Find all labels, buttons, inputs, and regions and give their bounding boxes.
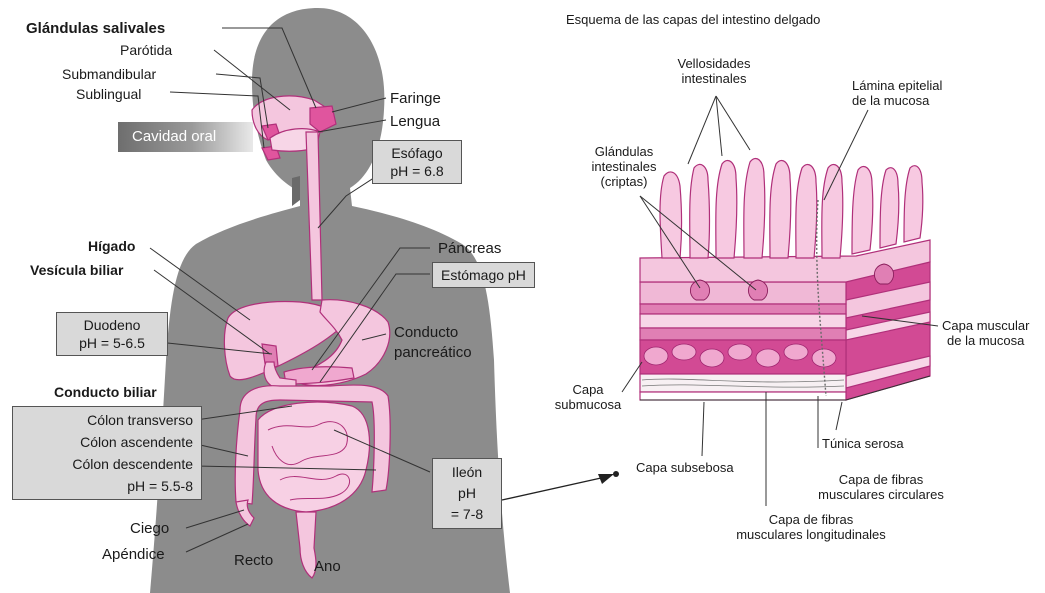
label-recto: Recto	[234, 552, 273, 569]
capa-muscular-line1: Capa muscular	[942, 318, 1029, 333]
longitudinales-line2: musculares longitudinales	[718, 527, 904, 542]
ileon-ph-label: pH	[441, 483, 493, 504]
label-fibras-longitudinales: Capa de fibras musculares longitudinales	[718, 512, 904, 542]
box-esofago: Esófago pH = 6.8	[372, 140, 462, 184]
ileon-ph-value: = 7-8	[441, 504, 493, 525]
label-cavidad-oral: Cavidad oral	[118, 122, 253, 152]
colon-ph: pH = 5.5-8	[21, 475, 193, 497]
label-faringe: Faringe	[390, 90, 441, 107]
capa-muscular-line2: de la mucosa	[942, 333, 1029, 348]
colon-descendente: Cólon descendente	[21, 453, 193, 475]
cross-section-title: Esquema de las capas del intestino delga…	[566, 12, 820, 27]
longitudinales-line1: Capa de fibras	[718, 512, 904, 527]
label-glandulas-salivales: Glándulas salivales	[26, 20, 165, 37]
box-ileon: Ileón pH = 7-8	[432, 458, 502, 529]
label-capa-muscular-mucosa: Capa muscular de la mucosa	[942, 318, 1029, 348]
box-colon: Cólon transverso Cólon ascendente Cólon …	[12, 406, 202, 500]
label-sublingual: Sublingual	[76, 86, 141, 103]
vellosidades-line2: intestinales	[666, 71, 762, 86]
lamina-line1: Lámina epitelial	[852, 78, 942, 93]
submucosa-line2: submucosa	[548, 397, 628, 412]
vellosidades-line1: Vellosidades	[666, 56, 762, 71]
label-pancreatico: pancreático	[394, 344, 472, 361]
label-vesicula-biliar: Vesícula biliar	[30, 262, 123, 279]
glandulas-int-line3: (criptas)	[584, 174, 664, 189]
label-capa-subsebosa: Capa subsebosa	[636, 460, 734, 475]
label-lamina-epitelial: Lámina epitelial de la mucosa	[852, 78, 942, 108]
box-estomago: Estómago pH	[432, 262, 535, 288]
label-parotida: Parótida	[120, 42, 172, 59]
label-higado: Hígado	[88, 238, 135, 255]
label-ano: Ano	[314, 558, 341, 575]
label-glandulas-intestinales: Glándulas intestinales (criptas)	[584, 144, 664, 189]
intestine-cross-section	[640, 158, 930, 400]
label-ciego: Ciego	[130, 520, 169, 537]
colon-ascendente: Cólon ascendente	[21, 431, 193, 453]
duodeno-ph: pH = 5-6.5	[65, 334, 159, 352]
esofago-ph: pH = 6.8	[381, 162, 453, 180]
box-duodeno: Duodeno pH = 5-6.5	[56, 312, 168, 356]
ileon-arrow	[502, 471, 619, 500]
circulares-line2: musculares circulares	[806, 487, 956, 502]
label-lengua: Lengua	[390, 113, 440, 130]
label-apendice: Apéndice	[102, 546, 165, 563]
label-fibras-circulares: Capa de fibras musculares circulares	[806, 472, 956, 502]
label-submandibular: Submandibular	[62, 66, 156, 83]
label-pancreas: Páncreas	[438, 240, 501, 257]
esofago-name: Esófago	[381, 144, 453, 162]
label-conducto: Conducto	[394, 324, 458, 341]
label-capa-submucosa: Capa submucosa	[548, 382, 628, 412]
ileon-name: Ileón	[441, 462, 493, 483]
colon-transverso: Cólon transverso	[21, 409, 193, 431]
label-conducto-biliar: Conducto biliar	[54, 384, 157, 401]
glandulas-int-line1: Glándulas	[584, 144, 664, 159]
circulares-line1: Capa de fibras	[806, 472, 956, 487]
duodeno-name: Duodeno	[65, 316, 159, 334]
submucosa-line1: Capa	[548, 382, 628, 397]
lamina-line2: de la mucosa	[852, 93, 942, 108]
label-vellosidades: Vellosidades intestinales	[666, 56, 762, 86]
label-tunica-serosa: Túnica serosa	[822, 436, 904, 451]
glandulas-int-line2: intestinales	[584, 159, 664, 174]
